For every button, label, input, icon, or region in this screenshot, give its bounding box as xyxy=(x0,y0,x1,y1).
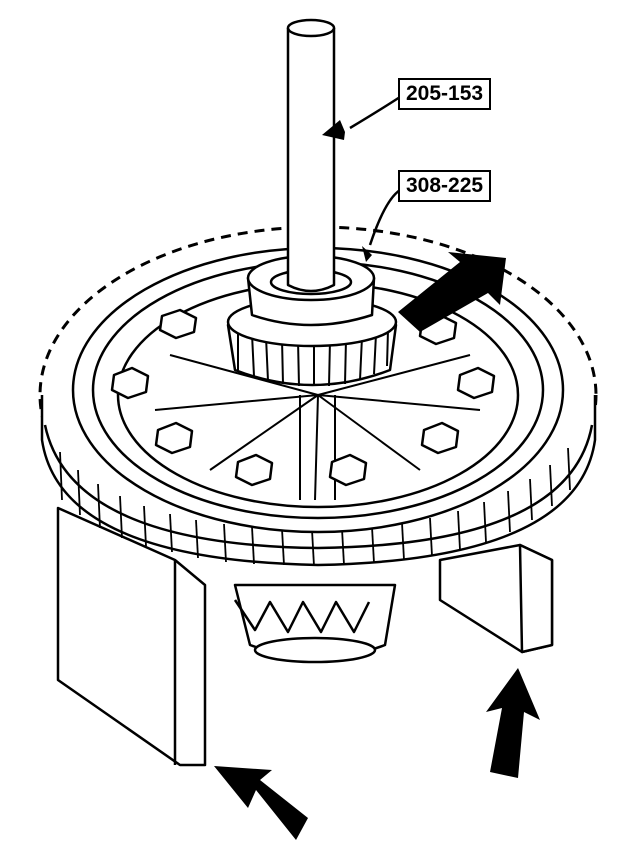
support-block-left xyxy=(56,506,207,767)
direction-arrow-icon xyxy=(322,120,345,140)
leader-line xyxy=(349,95,401,246)
pinion-gear xyxy=(233,583,397,664)
tool-number-callout: 308-225 xyxy=(398,170,492,202)
support-block-right xyxy=(438,543,554,654)
bolt-icon xyxy=(110,308,496,487)
direction-arrow-icon xyxy=(362,246,372,262)
handle-shaft xyxy=(286,18,336,293)
direction-arrow-icon xyxy=(214,766,308,840)
direction-arrow-icon xyxy=(486,668,540,778)
direction-arrow-icon xyxy=(398,252,506,332)
tool-number-callout: 205-153 xyxy=(398,78,492,110)
